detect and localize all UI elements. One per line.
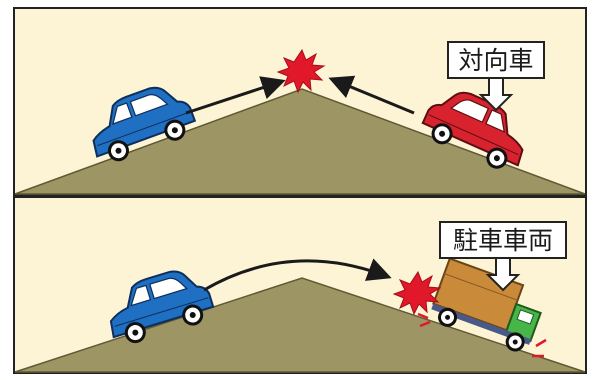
parked-truck [431,257,542,352]
crash-burst-top [276,48,326,94]
parked-vehicle-label: 駐車車両 [453,226,553,255]
red-car-top [421,91,524,169]
bottom-panel: 駐車車両 [13,196,587,374]
parked-vehicle-label-box [439,221,567,259]
top-panel: 対向車 [13,7,587,196]
blue-car-bottom [109,270,215,344]
arrow-blue-car [185,76,286,115]
parked-vehicle-pointer [485,257,521,292]
crash-burst-bottom [392,270,442,316]
hazard-lines [417,312,547,358]
blue-car-top [92,86,197,162]
oncoming-car-label: 対向車 [458,46,533,75]
arrow-blue-car-curve [203,258,392,292]
oncoming-car-pointer [478,77,514,112]
arrow-red-car [328,75,415,115]
oncoming-car-label-box [447,41,545,79]
